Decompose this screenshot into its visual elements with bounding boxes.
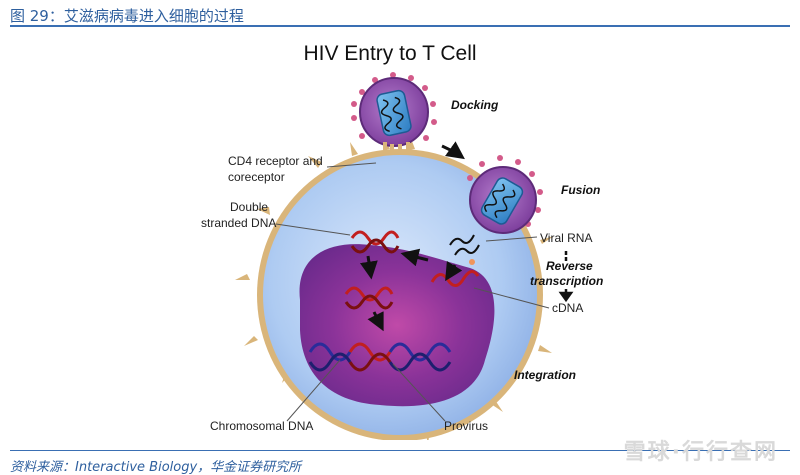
reverse-transcriptase-dot — [469, 259, 475, 265]
docking-to-fusion-arrow — [441, 141, 465, 160]
figure-header: 图 29：艾滋病病毒进入细胞的过程 — [10, 2, 790, 27]
figure-title: 图 29：艾滋病病毒进入细胞的过程 — [10, 7, 244, 25]
watermark: 雪球·行行查网 — [623, 440, 778, 465]
integrated-dna — [308, 342, 452, 372]
hiv-virus-fusion — [467, 155, 543, 234]
figure-footer: 资料来源：Interactive Biology，华金证券研究所 — [0, 444, 800, 475]
label-cd4-line1: CD4 receptor and — [228, 154, 323, 168]
diagram-title: HIV Entry to T Cell — [303, 42, 476, 65]
viral-rna-strands — [449, 234, 480, 256]
reverse-transcription-arrow — [558, 251, 574, 303]
dna-entering-nucleus — [344, 286, 394, 310]
label-dsdna-line2: stranded DNA — [201, 216, 276, 230]
label-cd4-line2: coreceptor — [228, 170, 285, 184]
label-docking: Docking — [451, 98, 499, 112]
source-note: 资料来源：Interactive Biology，华金证券研究所 — [10, 460, 302, 475]
label-reverse: Reverse — [546, 259, 593, 273]
process-arrows — [359, 248, 463, 332]
label-viral-rna: Viral RNA — [540, 231, 592, 245]
cdna-strand — [430, 270, 480, 287]
hiv-entry-diagram: HIV Entry to T Cell — [201, 42, 603, 440]
header-rule — [10, 25, 790, 27]
label-transcription: transcription — [530, 274, 603, 288]
label-integration: Integration — [514, 368, 576, 382]
label-cdna: cDNA — [552, 301, 583, 315]
label-dsdna-line1: Double — [230, 200, 268, 214]
double-stranded-dna — [350, 230, 400, 254]
label-provirus: Provirus — [444, 419, 488, 433]
label-chromosomal-dna: Chromosomal DNA — [210, 419, 313, 433]
footer-rule — [10, 450, 790, 451]
label-fusion: Fusion — [561, 183, 600, 197]
nucleus — [299, 244, 495, 407]
leader-lines — [275, 162, 550, 422]
hiv-virus-docking — [351, 72, 437, 152]
